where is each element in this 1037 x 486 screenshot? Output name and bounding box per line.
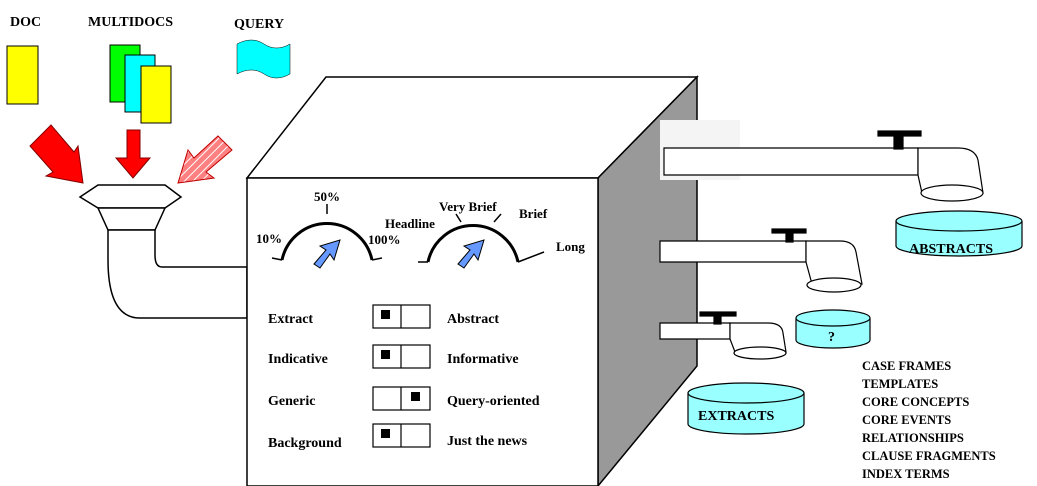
representation-item: RELATIONSHIPS (862, 431, 964, 445)
middle-pipe (659, 228, 863, 293)
doc-page-icon (6, 45, 39, 105)
extracts-store-icon (687, 382, 805, 435)
extracts-label: EXTRACTS (698, 409, 774, 424)
compression-label-100: 100% (368, 232, 401, 247)
representation-list: CASE FRAMES TEMPLATES CORE CONCEPTS CORE… (862, 359, 996, 481)
doc-label: DOC (10, 15, 41, 30)
switch-row-1[interactable]: Indicative Informative (268, 344, 519, 369)
compression-label-10: 10% (256, 231, 282, 246)
switch-right-label: Abstract (447, 312, 499, 327)
summarizer-box (245, 75, 699, 486)
switch-row-2[interactable]: Generic Query-oriented (268, 386, 540, 411)
representation-item: CLAUSE FRAGMENTS (862, 449, 996, 463)
representation-item: CASE FRAMES (862, 359, 951, 373)
unknown-store-icon (795, 309, 871, 349)
multidocs-stack-icon (109, 44, 172, 124)
length-label-long: Long (556, 239, 585, 254)
length-dial[interactable] (418, 213, 545, 269)
multidocs-arrow-icon (114, 129, 152, 179)
compression-pointer-icon[interactable] (313, 239, 341, 269)
query-flag-icon (236, 39, 291, 79)
abstracts-store-icon (895, 210, 1023, 257)
doc-arrow-icon (29, 124, 84, 184)
representation-item: CORE CONCEPTS (862, 395, 969, 409)
representation-item: TEMPLATES (862, 377, 938, 391)
switch-right-label: Query-oriented (447, 394, 540, 409)
switch-left-label: Extract (268, 312, 313, 327)
query-label: QUERY (234, 17, 284, 32)
extracts-pipe (659, 311, 787, 360)
switch-left-label: Indicative (268, 352, 328, 367)
switch-left-label: Generic (268, 394, 315, 409)
length-label-very-brief: Very Brief (439, 199, 497, 214)
input-funnel (78, 184, 248, 319)
length-label-headline: Headline (385, 216, 435, 231)
abstracts-label: ABSTRACTS (909, 242, 993, 257)
length-label-brief: Brief (519, 206, 548, 221)
query-arrow-icon (177, 135, 233, 184)
switch-knob (381, 350, 390, 359)
switch-row-0[interactable]: Extract Abstract (268, 304, 499, 329)
switch-knob (381, 310, 390, 319)
switch-knob (381, 429, 390, 438)
representation-item: CORE EVENTS (862, 413, 951, 427)
unknown-store-label: ? (828, 330, 835, 345)
multidocs-label: MULTIDOCS (88, 15, 173, 30)
switch-right-label: Just the news (447, 434, 528, 449)
switch-left-label: Background (268, 436, 342, 451)
compression-label-50: 50% (314, 189, 340, 204)
abstracts-pipe (660, 120, 984, 202)
switch-row-3[interactable]: Background Just the news (268, 423, 528, 451)
length-pointer-icon[interactable] (457, 239, 485, 269)
switch-right-label: Informative (447, 352, 519, 367)
representation-item: INDEX TERMS (862, 467, 950, 481)
compression-dial[interactable] (271, 204, 383, 269)
switch-knob (411, 392, 420, 401)
